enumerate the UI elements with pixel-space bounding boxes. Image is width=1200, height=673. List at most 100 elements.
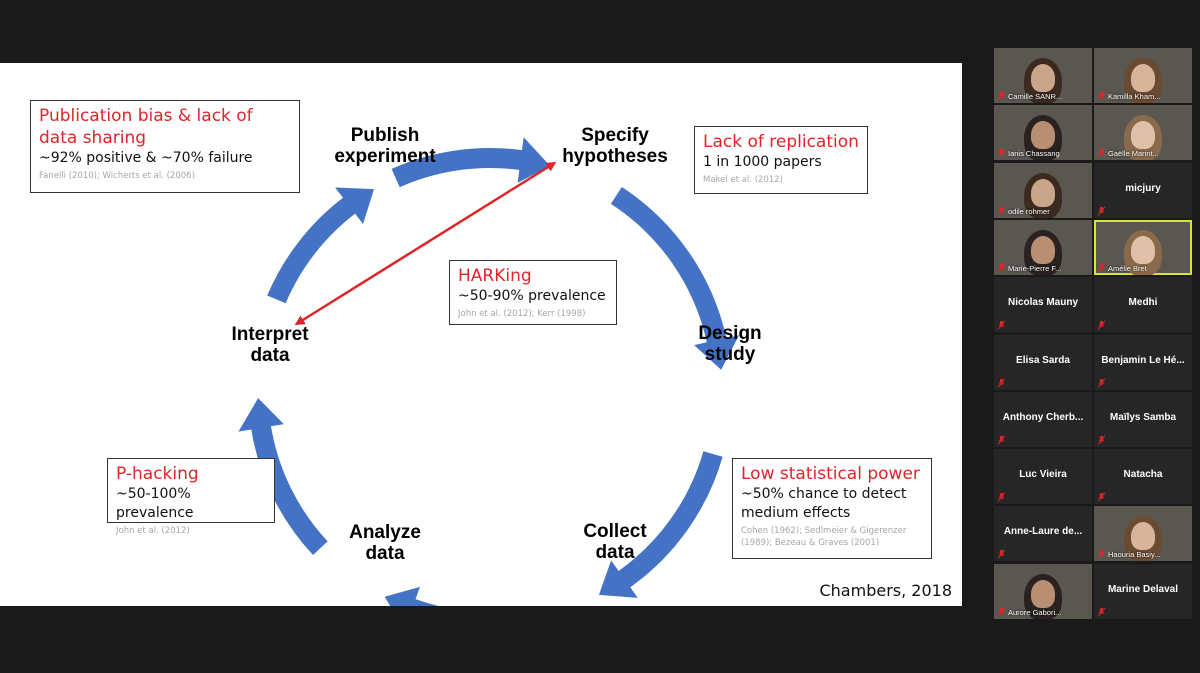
mic-muted-icon xyxy=(1097,320,1106,330)
mic-muted-icon xyxy=(1097,378,1106,387)
statistical-power-box: Low statistical power ~50% chance to det… xyxy=(732,458,932,559)
participant-tile[interactable]: odile rohmer xyxy=(994,162,1092,218)
participant-face xyxy=(1031,235,1055,264)
participant-name: odile rohmer xyxy=(1008,206,1050,216)
participant-face xyxy=(1031,64,1055,92)
participant-tile[interactable]: Maïlys Samba xyxy=(1094,391,1192,447)
box-title: Low statistical power xyxy=(741,464,920,484)
mic-muted-icon xyxy=(1097,607,1106,617)
stage-collect-data: Collect data xyxy=(583,521,647,563)
shared-slide: Publish experiment Specify hypotheses De… xyxy=(0,63,962,606)
box-desc: ~50% chance to detect medium effects xyxy=(741,486,907,521)
participant-tile[interactable]: Gaëlle Marint... xyxy=(1094,105,1192,161)
arrow-specify-to-design xyxy=(610,187,740,370)
mic-muted-icon xyxy=(1097,263,1106,273)
participant-name: micjury xyxy=(1125,182,1161,194)
participant-name: Camille SANR... xyxy=(1008,92,1063,101)
mic-muted-icon xyxy=(997,378,1006,387)
participant-tile[interactable]: Amélie Bret xyxy=(1094,219,1192,275)
participant-name: Nicolas Mauny xyxy=(1007,297,1079,309)
stage-specify-hypotheses: Specify hypotheses xyxy=(562,125,668,167)
box-ref: Makel et al. (2012) xyxy=(703,175,783,185)
participant-tile[interactable]: Marie-Pierre F... xyxy=(994,219,1092,275)
participant-name: Medhi xyxy=(1128,297,1158,309)
participant-tile[interactable]: Medhi xyxy=(1094,277,1192,333)
participant-name: Marine Delaval xyxy=(1107,583,1179,595)
mic-muted-icon xyxy=(997,435,1006,445)
mic-muted-icon xyxy=(1097,492,1106,502)
participant-name: Aurore Gabori... xyxy=(1008,607,1062,617)
participant-face xyxy=(1131,64,1155,92)
participant-name: Ianis Chassang xyxy=(1008,149,1060,159)
box-ref: John et al. (2012) xyxy=(116,526,190,536)
participant-face xyxy=(1131,235,1155,264)
mic-muted-icon xyxy=(997,607,1006,617)
participant-name: Maïlys Samba xyxy=(1109,411,1177,423)
arrow-design-to-collect xyxy=(598,451,723,598)
participant-tile[interactable]: Kamilla Kham... xyxy=(1094,48,1192,103)
participant-tile[interactable]: Marine Delaval xyxy=(1094,563,1192,619)
mic-muted-icon xyxy=(1097,206,1106,216)
participant-face xyxy=(1031,579,1055,608)
box-title: HARKing xyxy=(458,266,532,286)
box-desc: 1 in 1000 papers xyxy=(703,154,822,170)
mic-muted-icon xyxy=(997,320,1006,330)
participant-tile[interactable]: Anne-Laure de... xyxy=(994,506,1092,562)
participant-name: Marie-Pierre F... xyxy=(1008,263,1062,273)
p-hacking-box: P-hacking ~50-100% prevalence John et al… xyxy=(107,458,275,536)
participant-name: Luc Vieira xyxy=(1019,469,1067,481)
box-ref: Fanelli (2010); Wicherts et al. (2006) xyxy=(39,171,195,181)
box-desc: ~92% positive & ~70% failure xyxy=(39,150,253,166)
stage-design-study: Design study xyxy=(698,323,762,365)
participant-face xyxy=(1031,121,1055,150)
harking-box: HARKing ~50-90% prevalence John et al. (… xyxy=(449,260,617,325)
mic-muted-icon xyxy=(997,263,1006,273)
box-ref: John et al. (2012); Kerr (1998) xyxy=(458,309,586,319)
participant-tile[interactable]: Benjamin Le Hé... xyxy=(1094,334,1192,390)
participant-tile[interactable]: Camille SANR... xyxy=(994,48,1092,103)
harking-double-arrow xyxy=(294,161,557,326)
participant-name: Anne-Laure de... xyxy=(1003,526,1083,538)
participant-face xyxy=(1131,121,1155,150)
participant-face xyxy=(1031,178,1055,207)
stage-interpret-data: Interpret data xyxy=(231,324,309,366)
box-title: P-hacking xyxy=(116,464,199,484)
stage-analyze-data: Analyze data xyxy=(349,522,421,564)
participant-tile[interactable]: micjury xyxy=(1094,162,1192,218)
participant-name: Gaëlle Marint... xyxy=(1108,149,1159,159)
mic-muted-icon xyxy=(1097,549,1106,559)
slide-credit: Chambers, 2018 xyxy=(819,581,952,600)
replication-box: Lack of replication 1 in 1000 papers Mak… xyxy=(694,126,868,194)
participant-name: Elisa Sarda xyxy=(1016,354,1070,366)
mic-muted-icon xyxy=(997,148,1006,158)
mic-muted-icon xyxy=(1097,148,1106,158)
box-desc: ~50-100% prevalence xyxy=(116,486,194,521)
participant-name: Haouria Basiy... xyxy=(1108,550,1161,560)
arrow-analyze-to-interpret xyxy=(238,398,328,556)
mic-muted-icon xyxy=(1097,91,1106,101)
participant-name: Natacha xyxy=(1123,469,1163,481)
stage-publish-experiment: Publish experiment xyxy=(334,125,436,167)
arrow-collect-to-analyze xyxy=(384,586,439,606)
participant-tile[interactable]: Elisa Sarda xyxy=(994,334,1092,390)
publication-bias-box: Publication bias & lack of data sharing … xyxy=(30,100,300,193)
box-desc: ~50-90% prevalence xyxy=(458,288,606,304)
participant-tile[interactable]: Ianis Chassang xyxy=(994,105,1092,161)
participant-tile[interactable]: Luc Vieira xyxy=(994,449,1092,505)
participant-tile[interactable]: Nicolas Mauny xyxy=(994,277,1092,333)
participant-tile[interactable]: Anthony Cherb... xyxy=(994,391,1092,447)
participant-name: Anthony Cherb... xyxy=(1002,411,1084,423)
box-title: Lack of replication xyxy=(703,132,859,152)
mic-muted-icon xyxy=(997,206,1006,216)
box-ref: Cohen (1962); Sedlmeier & Gigerenzer (19… xyxy=(741,526,907,548)
participant-name: Benjamin Le Hé... xyxy=(1101,354,1185,366)
participant-tile[interactable]: Haouria Basiy... xyxy=(1094,506,1192,562)
mic-muted-icon xyxy=(997,91,1006,101)
mic-muted-icon xyxy=(997,549,1006,559)
cycle-diagram xyxy=(238,137,740,606)
participant-tile[interactable]: Natacha xyxy=(1094,449,1192,505)
participant-face xyxy=(1131,522,1155,551)
participant-tile[interactable]: Aurore Gabori... xyxy=(994,563,1092,619)
mic-muted-icon xyxy=(997,492,1006,502)
box-title: Publication bias & lack of data sharing xyxy=(39,106,253,148)
